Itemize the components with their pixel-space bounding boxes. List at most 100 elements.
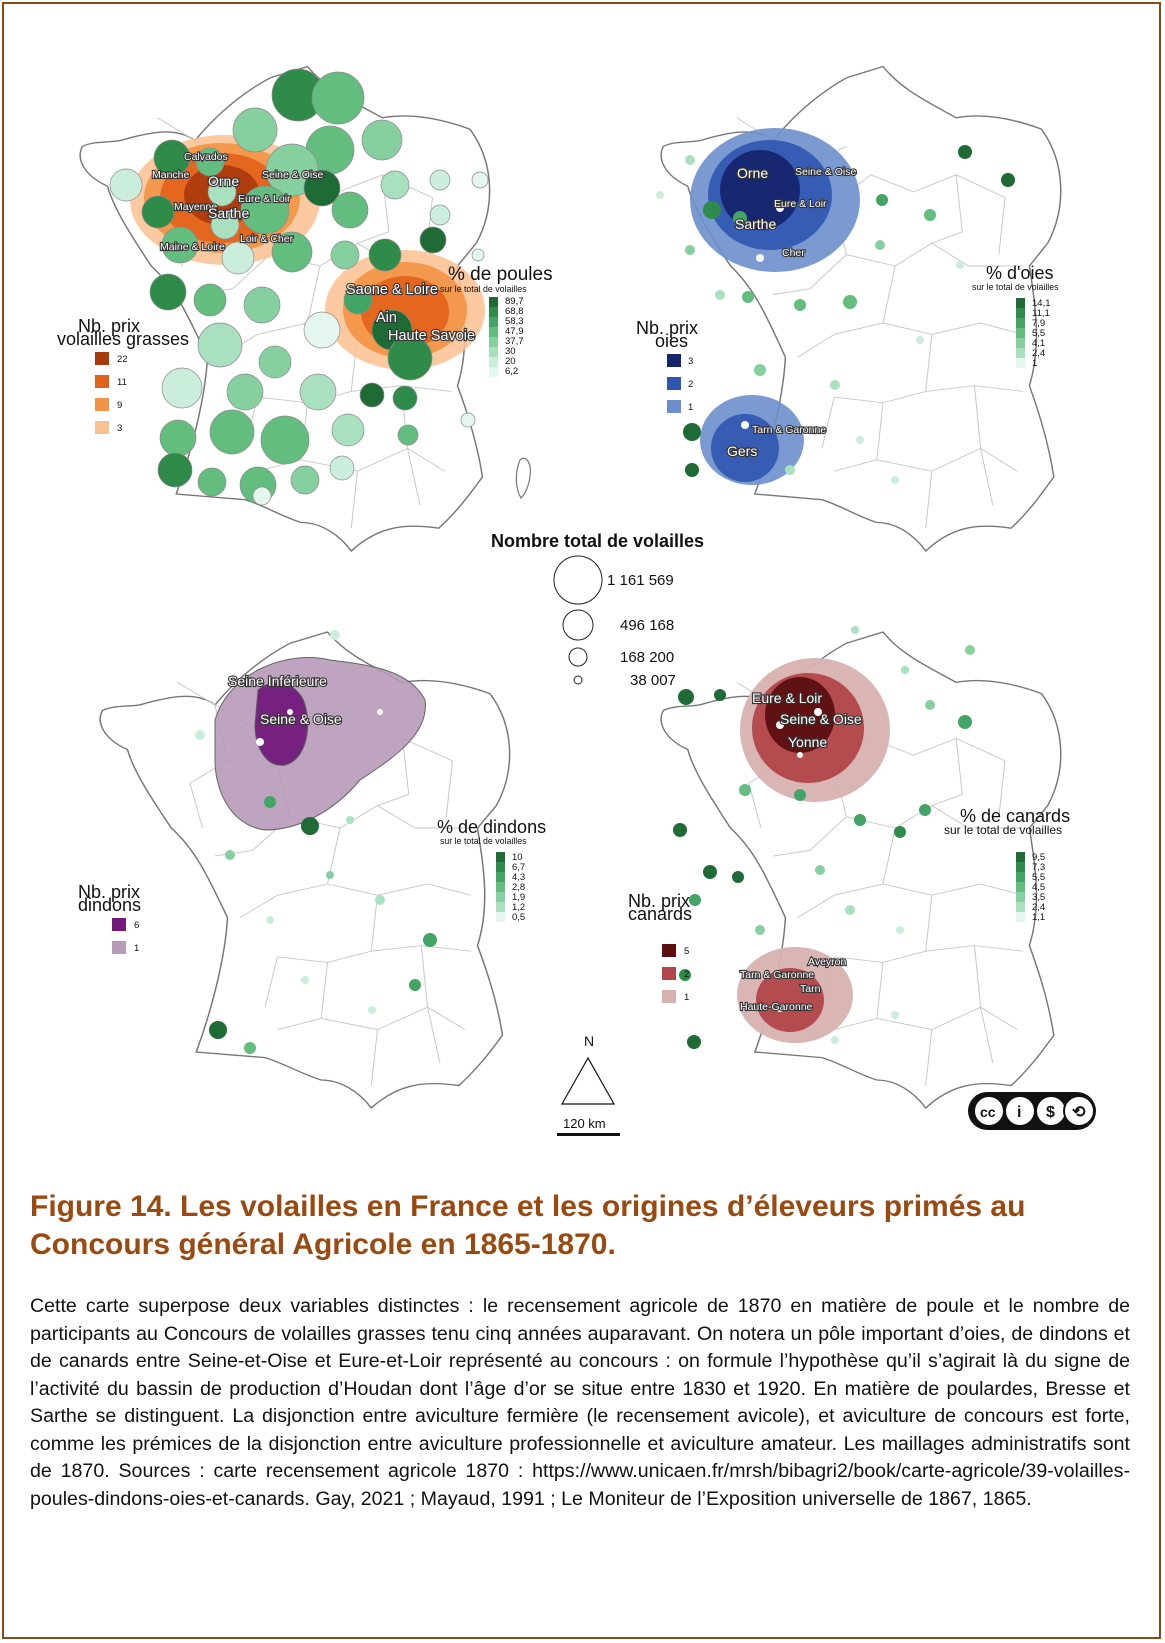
legend-value: 1	[1032, 358, 1037, 369]
prize-value: 9	[117, 400, 122, 411]
prize-legend-oies: Nb. prix oies 3 2 1	[636, 318, 698, 413]
label-eure-loir: Eure & Loir	[774, 198, 827, 210]
scale-bar: 120 km	[557, 1116, 620, 1136]
label-seine-oise: Seine & Oise	[260, 711, 342, 727]
label-loir-cher: Loir & Cher	[240, 233, 294, 245]
france-outline	[660, 65, 1062, 552]
legend-value: 7,9	[1032, 318, 1045, 329]
total-legend-title: Nombre total de volailles	[491, 531, 704, 551]
legend-total-volailles: Nombre total de volailles 1 161 569 496 …	[491, 531, 704, 689]
legend-canards: % de canards sur le total de volailles 9…	[944, 806, 1070, 923]
prize-legend-canards: Nb. prix canards 5 2 1	[628, 891, 692, 1003]
label-sarthe: Sarthe	[735, 216, 776, 232]
label-seine-oise: Seine & Oise	[795, 166, 856, 178]
prize-value: 2	[684, 969, 689, 980]
legend-value: 6,2	[505, 366, 518, 377]
label-gers: Gers	[727, 443, 757, 459]
total-value: 1 161 569	[607, 572, 674, 589]
legend-title: % d'oies	[986, 263, 1053, 283]
legend-subtitle: sur le total de volailles	[972, 282, 1059, 292]
license-badge: cc i $ ⟲	[968, 1092, 1096, 1130]
scale-label: 120 km	[563, 1116, 606, 1131]
legend-value: 89,7	[505, 296, 524, 307]
label-yonne: Yonne	[788, 734, 827, 750]
map-canards: Eure & Loir Seine & Oise Yonne Aveyron T…	[628, 626, 1070, 1109]
label-seine-oise: Seine & Oise	[780, 711, 862, 727]
label-eure-loir: Eure & Loir	[752, 690, 822, 706]
legend-value: 2,4	[1032, 348, 1045, 359]
label-seine-inferieure: Seine Inférieure	[228, 673, 327, 689]
legend-value: 14,1	[1032, 298, 1051, 309]
label-mayenne: Mayenne	[174, 201, 217, 213]
legend-poules: % de poules sur le total de volailles 89…	[440, 264, 553, 377]
poultry-circles-poules	[109, 68, 489, 506]
prize-value: 11	[117, 377, 127, 388]
label-tarn-garonne: Tarn & Garonne	[740, 969, 814, 981]
prize-title: canards	[628, 904, 692, 924]
label-orne: Orne	[737, 165, 768, 181]
legend-value: 37,7	[505, 336, 524, 347]
label-maine-loire: Maine & Loire	[160, 241, 225, 253]
north-arrow: N	[560, 1033, 616, 1105]
label-haute-savoie: Haute Savoie	[388, 328, 475, 344]
legend-value: 9,5	[1032, 852, 1045, 863]
prize-value: 1	[688, 402, 693, 413]
label-eure-loir: Eure & Loir	[238, 193, 291, 205]
prize-title: volailles grasses	[57, 329, 189, 349]
legend-value: 4,1	[1032, 338, 1045, 349]
prize-legend-dindons: Nb. prix dindons 6 1	[78, 882, 141, 954]
legend-value: 1,9	[512, 892, 525, 903]
prize-density-canards	[737, 658, 890, 1043]
north-arrow-icon	[560, 1056, 616, 1105]
figure-caption-title: Figure 14. Les volailles en France et le…	[30, 1190, 1026, 1261]
label-seine-oise: Seine & Oise	[262, 169, 323, 181]
legend-value: 7,3	[1032, 862, 1045, 873]
attribution-icon: i	[1017, 1104, 1021, 1121]
label-manche: Manche	[152, 169, 190, 181]
prize-density-dindons	[214, 657, 426, 831]
legend-subtitle: sur le total de volailles	[440, 836, 527, 846]
poultry-circles-dindons	[195, 630, 437, 1054]
label-sarthe: Sarthe	[208, 205, 249, 221]
prize-title: Nb. prix	[78, 882, 140, 902]
map-dindons: Seine Inférieure Seine & Oise % de dindo…	[78, 630, 546, 1109]
prize-value: 3	[688, 356, 693, 367]
prize-value: 3	[117, 423, 122, 434]
label-orne: Orne	[208, 173, 239, 189]
label-saone-loire: Saone & Loire	[346, 282, 438, 298]
legend-value: 10	[512, 852, 523, 863]
legend-value: 11,1	[1032, 308, 1050, 319]
legend-value: 2,4	[1032, 902, 1045, 913]
prize-value: 6	[134, 920, 139, 931]
legend-value: 2,8	[512, 882, 525, 893]
legend-subtitle: sur le total de volailles	[944, 823, 1062, 837]
legend-value: 68,8	[505, 306, 524, 317]
prize-legend-poules: Nb. prix volailles grasses 22 11 9 3	[57, 316, 189, 434]
legend-value: 3,5	[1032, 892, 1045, 903]
label-tarn: Tarn	[800, 983, 821, 995]
label-haute-garonne: Haute-Garonne	[740, 1001, 813, 1013]
label-cher: Cher	[782, 247, 805, 259]
legend-title: % de dindons	[437, 817, 546, 837]
total-value: 168 200	[620, 649, 674, 666]
legend-value: 5,5	[1032, 328, 1045, 339]
legend-value: 4,5	[1032, 882, 1045, 893]
legend-value: 0,5	[512, 912, 525, 923]
prize-value: 1	[684, 992, 689, 1003]
corsica-outline	[515, 457, 531, 499]
total-value: 38 007	[630, 672, 676, 689]
legend-value: 1,2	[512, 902, 525, 913]
prize-value: 1	[134, 943, 139, 954]
legend-subtitle: sur le total de volailles	[440, 284, 527, 294]
total-value: 496 168	[620, 617, 674, 634]
prize-title: Nb. prix	[78, 316, 140, 336]
prize-title: Nb. prix	[636, 318, 698, 338]
legend-oies: % d'oies sur le total de volailles 14,1 …	[972, 263, 1059, 369]
legend-value: 4,3	[512, 872, 525, 883]
north-label: N	[584, 1033, 594, 1049]
prize-title: Nb. prix	[628, 891, 690, 911]
legend-value: 20	[505, 356, 516, 367]
legend-title: % de poules	[448, 264, 553, 285]
noncommercial-icon: $	[1046, 1104, 1055, 1121]
label-calvados: Calvados	[184, 151, 228, 163]
